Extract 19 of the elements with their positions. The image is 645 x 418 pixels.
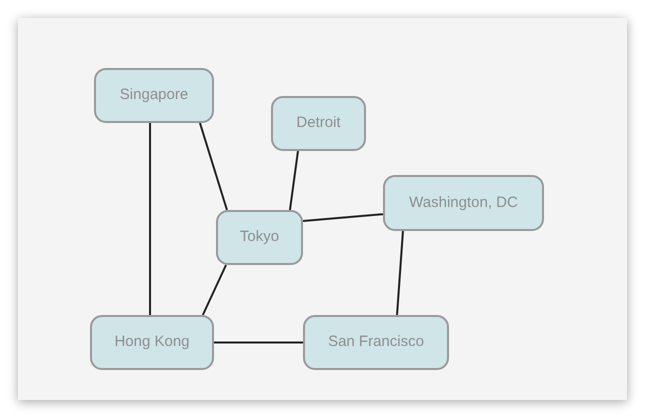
node-label: San Francisco: [328, 332, 424, 352]
city-box: [271, 96, 366, 151]
connector-line: [302, 213, 384, 222]
city-box: [90, 315, 214, 370]
node-label: Detroit: [296, 113, 341, 134]
city-box: [303, 315, 449, 370]
node-label: Washington, DC: [409, 192, 518, 213]
node-label: Singapore: [120, 85, 188, 106]
connector-line: [199, 122, 228, 210]
connector-line: [288, 150, 299, 210]
connector-line: [396, 230, 404, 316]
city-box: [94, 68, 214, 123]
city-box: [383, 175, 544, 231]
connector-line: [149, 123, 152, 315]
node-label: Hong Kong: [114, 332, 190, 352]
connector-line: [214, 342, 303, 344]
connector-line: [202, 264, 227, 316]
city-box: [216, 210, 303, 265]
node-label: Tokyo: [240, 227, 280, 248]
